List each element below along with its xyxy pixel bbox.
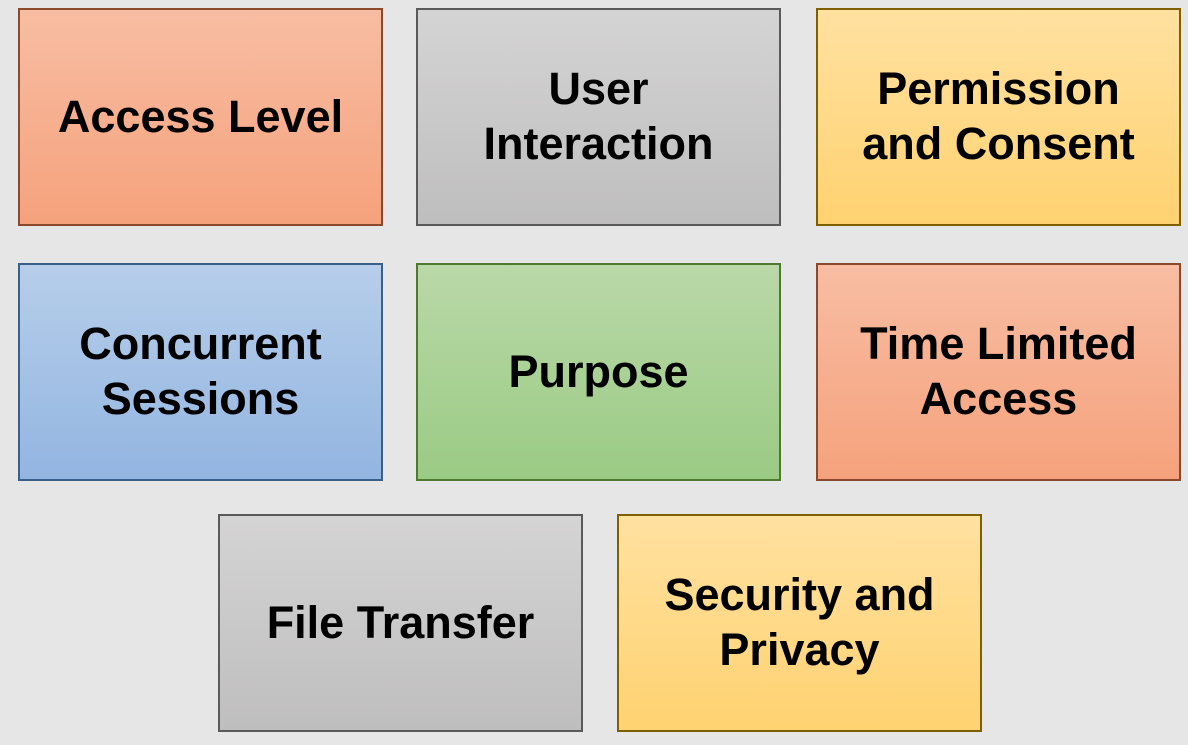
node-security-and-privacy: Security and Privacy [617,514,982,732]
node-label: Purpose [508,345,689,397]
node-access-level: Access Level [18,8,383,226]
node-time-limited-access: Time Limited Access [816,263,1181,481]
node-file-transfer: File Transfer [218,514,583,732]
node-concurrent-sessions: Concurrent Sessions [18,263,383,481]
node-label: Security and Privacy [664,569,935,675]
node-permission-and-consent: Permission and Consent [816,8,1181,226]
node-label: Time Limited Access [860,318,1137,424]
node-label: File Transfer [266,596,535,648]
node-purpose: Purpose [416,263,781,481]
node-label: Permission and Consent [862,63,1135,169]
node-label: User Interaction [483,63,714,169]
node-label: Access Level [57,90,344,142]
node-label: Concurrent Sessions [79,318,322,424]
node-user-interaction: User Interaction [416,8,781,226]
